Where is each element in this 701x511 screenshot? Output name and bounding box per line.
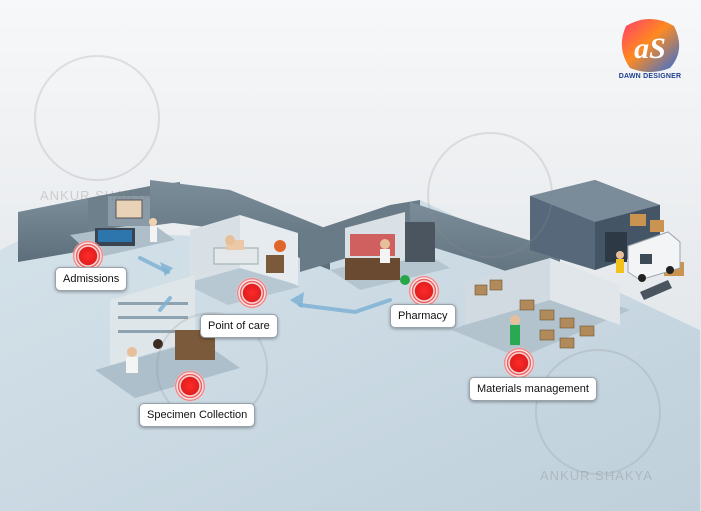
flow-arrow-head xyxy=(160,262,173,276)
label-admissions[interactable]: Admissions xyxy=(55,267,128,291)
flow-arrow-head xyxy=(290,292,304,308)
marker-point-of-care xyxy=(236,277,268,309)
delivery-truck xyxy=(616,231,681,282)
location-markers xyxy=(72,240,535,402)
materials-management-room xyxy=(452,258,630,358)
label-specimen-collection[interactable]: Specimen Collection xyxy=(139,403,256,427)
dawn-designer-logo: aS xyxy=(621,19,680,72)
delivery-arrow xyxy=(640,280,672,300)
specimen-collection-room xyxy=(95,275,240,398)
marker-pharmacy xyxy=(408,275,440,307)
point-of-care-room xyxy=(180,215,300,305)
logo-monogram: aS xyxy=(634,32,666,65)
watermark-caption: ANKUR SHAKYA xyxy=(540,468,653,483)
label-pharmacy[interactable]: Pharmacy xyxy=(390,304,456,328)
marker-admissions xyxy=(72,240,104,272)
watermark-caption: ANKUR SHAKYA xyxy=(40,188,153,203)
label-materials-management[interactable]: Materials management xyxy=(469,377,597,401)
logo-brand-name: DAWN DESIGNER xyxy=(618,73,682,80)
pharmacy-room xyxy=(330,212,450,290)
label-point-of-care[interactable]: Point of care xyxy=(200,314,278,338)
marker-materials-management xyxy=(503,347,535,379)
marker-specimen-collection xyxy=(174,370,206,402)
